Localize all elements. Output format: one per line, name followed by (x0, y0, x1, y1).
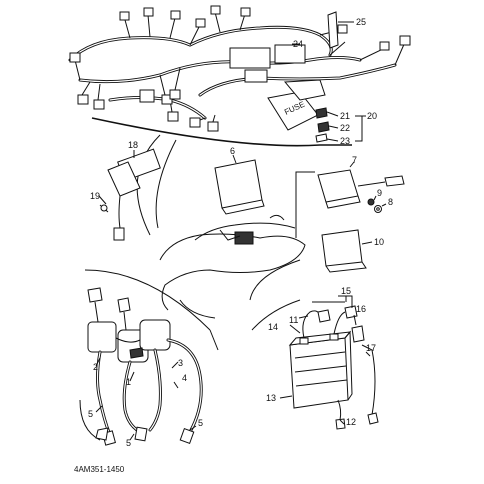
callout-labels: 25 24 21 20 22 23 18 6 7 19 9 8 10 15 14… (88, 17, 393, 448)
callout-10: 10 (374, 237, 384, 247)
fuse-box: FUSE (267, 79, 326, 131)
callout-19: 19 (90, 191, 100, 201)
callout-1: 1 (126, 377, 131, 387)
callout-7: 7 (352, 155, 357, 165)
harness-connectors (69, 5, 411, 132)
fuse-clips (315, 107, 330, 143)
ignition-coils (87, 287, 203, 446)
callout-8: 8 (388, 197, 393, 207)
callout-21: 21 (340, 111, 350, 121)
callout-4: 4 (182, 373, 187, 383)
callout-15: 15 (341, 286, 351, 296)
callout-16: 16 (356, 304, 366, 314)
callout-24: 24 (293, 39, 303, 49)
callout-25: 25 (356, 17, 366, 27)
callout-14: 14 (268, 322, 278, 332)
callout-9: 9 (377, 188, 382, 198)
battery-cables (302, 301, 379, 430)
callout-17: 17 (366, 343, 376, 353)
callout-5-left: 5 (88, 409, 93, 419)
frame-outline (159, 214, 306, 319)
callout-18: 18 (128, 140, 138, 150)
callout-leaders-battery (279, 295, 371, 425)
battery (288, 330, 353, 409)
callout-20: 20 (367, 111, 377, 121)
callout-13: 13 (266, 393, 276, 403)
section-dividers (79, 117, 352, 441)
callout-leaders-top (292, 21, 366, 142)
callout-6: 6 (230, 146, 235, 156)
callout-3: 3 (178, 358, 183, 368)
callout-12: 12 (346, 417, 356, 427)
part-6-unit (214, 154, 265, 215)
harness-clamp-25 (327, 11, 339, 49)
part-7-relay (317, 161, 405, 209)
part-18-assembly (98, 148, 161, 241)
callout-5-bottom: 5 (126, 438, 131, 448)
part-8-nut (374, 203, 387, 213)
figure-code: 4AM351-1450 (74, 465, 125, 474)
callout-23: 23 (340, 136, 350, 146)
callout-2: 2 (93, 362, 98, 372)
callout-5-right: 5 (198, 418, 203, 428)
callout-leaders-coils (95, 357, 197, 441)
callout-22: 22 (340, 123, 350, 133)
part-9-bolt (367, 195, 377, 206)
callout-11: 11 (289, 315, 298, 325)
part-10-unit (321, 229, 373, 273)
